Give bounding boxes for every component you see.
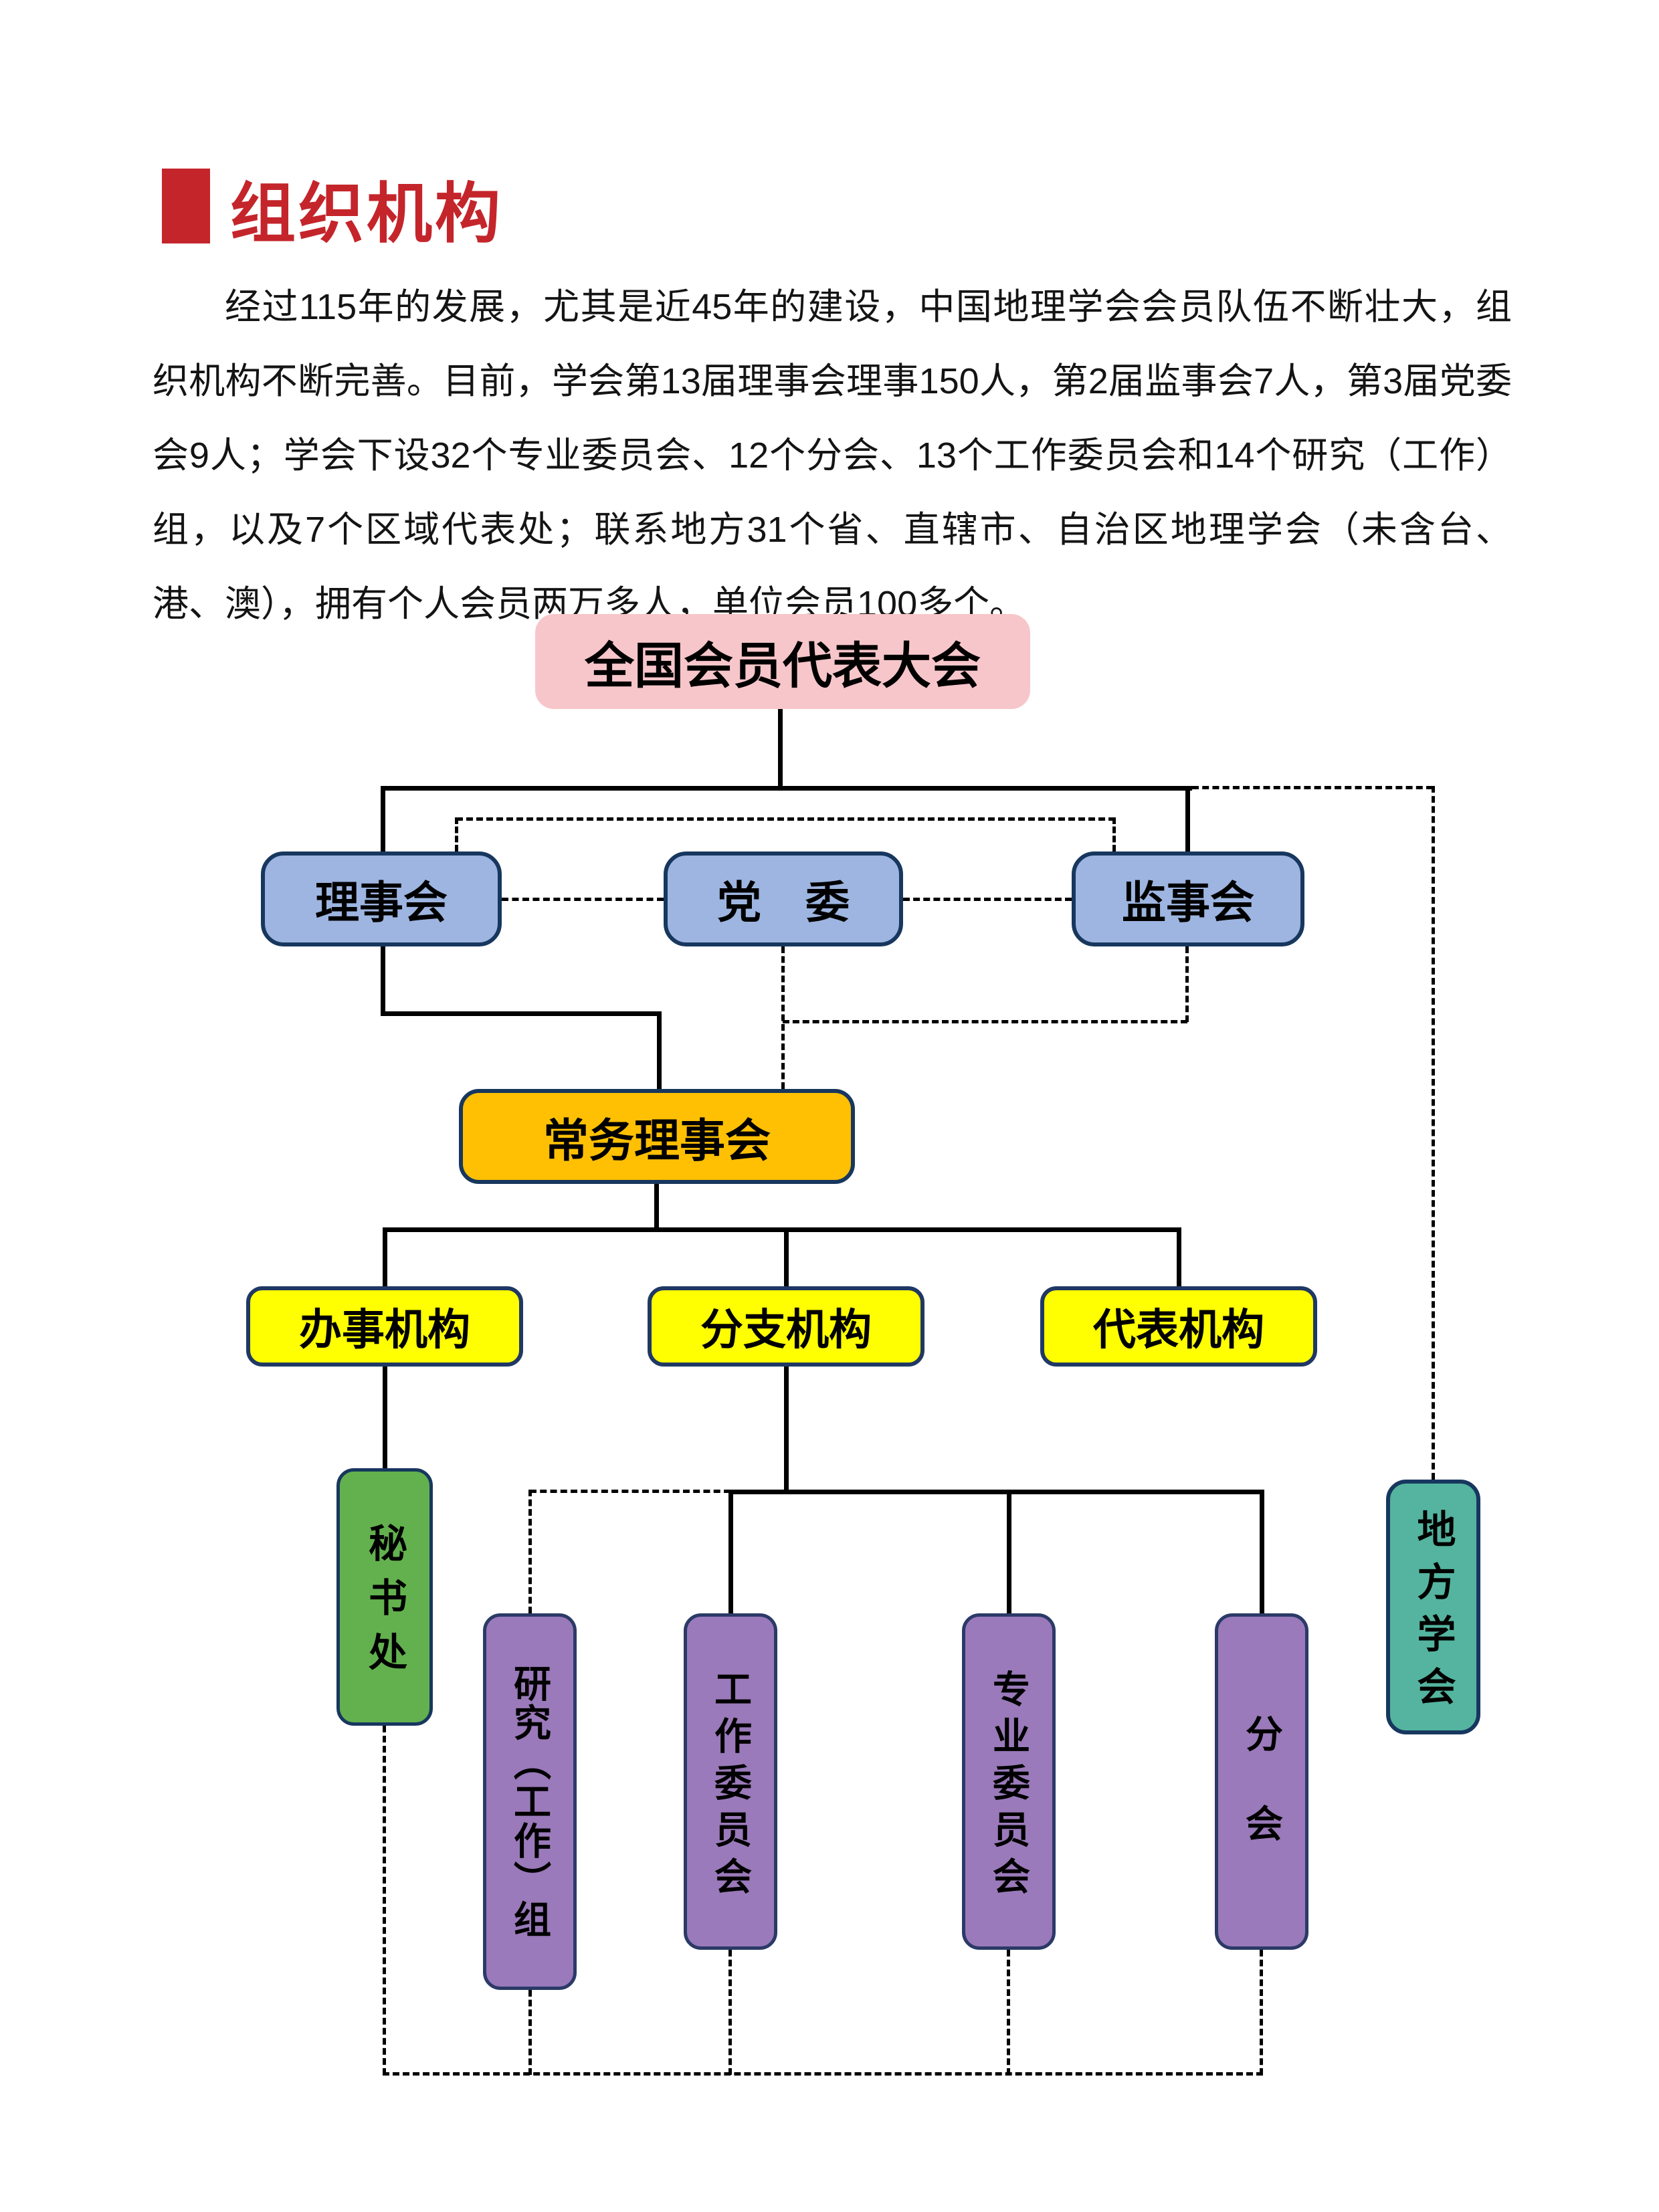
node-working-committees: 工作委员会: [684, 1613, 777, 1950]
dashed-bottom-collector: [383, 2072, 1263, 2076]
node-branch-organs: 分支机构: [648, 1286, 924, 1367]
dashed-drop-into-council: [455, 817, 458, 851]
node-supervisory-board: 监事会: [1072, 851, 1304, 946]
node-local-societies: 地方学会: [1386, 1480, 1480, 1734]
dashed-branches-bottom: [1260, 1950, 1263, 2075]
connector-supervisory-drop: [1185, 786, 1190, 851]
connector-middle-row-horizontal: [385, 1227, 1181, 1232]
dashed-research-bottom: [528, 1990, 532, 2075]
node-secretariat: 秘书处: [336, 1468, 433, 1726]
connector-office-to-secretariat: [383, 1367, 387, 1468]
connector-profcom-drop: [1007, 1490, 1011, 1613]
dashed-right-horizontal: [1192, 786, 1433, 789]
connector-council-drop: [381, 786, 385, 851]
dashed-research-drop: [528, 1490, 532, 1613]
intro-paragraph: 经过115年的发展，尤其是近45年的建设，中国地理学会会员队伍不断壮大，组织机构…: [153, 287, 1512, 624]
node-national-congress: 全国会员代表大会: [535, 614, 1030, 709]
dashed-workcom-bottom: [728, 1950, 732, 2075]
dashed-council-party: [502, 898, 664, 901]
node-representative-organs: 代表机构: [1040, 1286, 1317, 1367]
page-title: 组织机构: [230, 177, 504, 250]
connector-reporg-drop: [1177, 1227, 1181, 1286]
dashed-research-horizontal: [530, 1490, 730, 1493]
dashed-supervisory-to-party-line: [783, 1020, 1187, 1023]
heading-marker-square: [162, 169, 210, 243]
node-branch-societies: 分 会: [1215, 1613, 1308, 1950]
connector-office-drop: [383, 1227, 387, 1286]
connector-branch-row-horizontal: [730, 1490, 1264, 1494]
dashed-profcom-bottom: [1007, 1950, 1010, 2075]
connector-workcom-drop: [728, 1490, 733, 1613]
connector-national-down: [778, 709, 783, 791]
node-standing-council: 常务理事会: [459, 1089, 855, 1184]
dashed-supervisory-down: [1185, 946, 1189, 1022]
dashed-party-to-standing: [781, 946, 785, 1089]
dashed-right-vertical-to-local: [1432, 786, 1435, 1480]
connector-branchorg-down: [784, 1367, 789, 1494]
node-research-work-groups: 研究（工作）组: [483, 1613, 577, 1990]
dashed-secretariat-down: [383, 1726, 386, 2075]
node-party-committee: 党 委: [664, 851, 903, 946]
connector-council-to-standing-horizontal: [381, 1011, 662, 1016]
dashed-top-horizontal: [456, 817, 1115, 821]
connector-standing-down: [654, 1184, 659, 1232]
dashed-drop-into-supervisory: [1112, 817, 1116, 851]
node-professional-committees: 专业委员会: [962, 1613, 1056, 1950]
dashed-party-supervisory: [903, 898, 1072, 901]
node-council: 理事会: [261, 851, 502, 946]
connector-branches-drop: [1260, 1490, 1264, 1613]
connector-council-down: [381, 946, 385, 1016]
connector-branchorg-drop: [784, 1227, 789, 1286]
connector-standing-in: [657, 1011, 662, 1089]
connector-top-row-horizontal: [383, 786, 1192, 791]
node-office-organs: 办事机构: [246, 1286, 523, 1367]
